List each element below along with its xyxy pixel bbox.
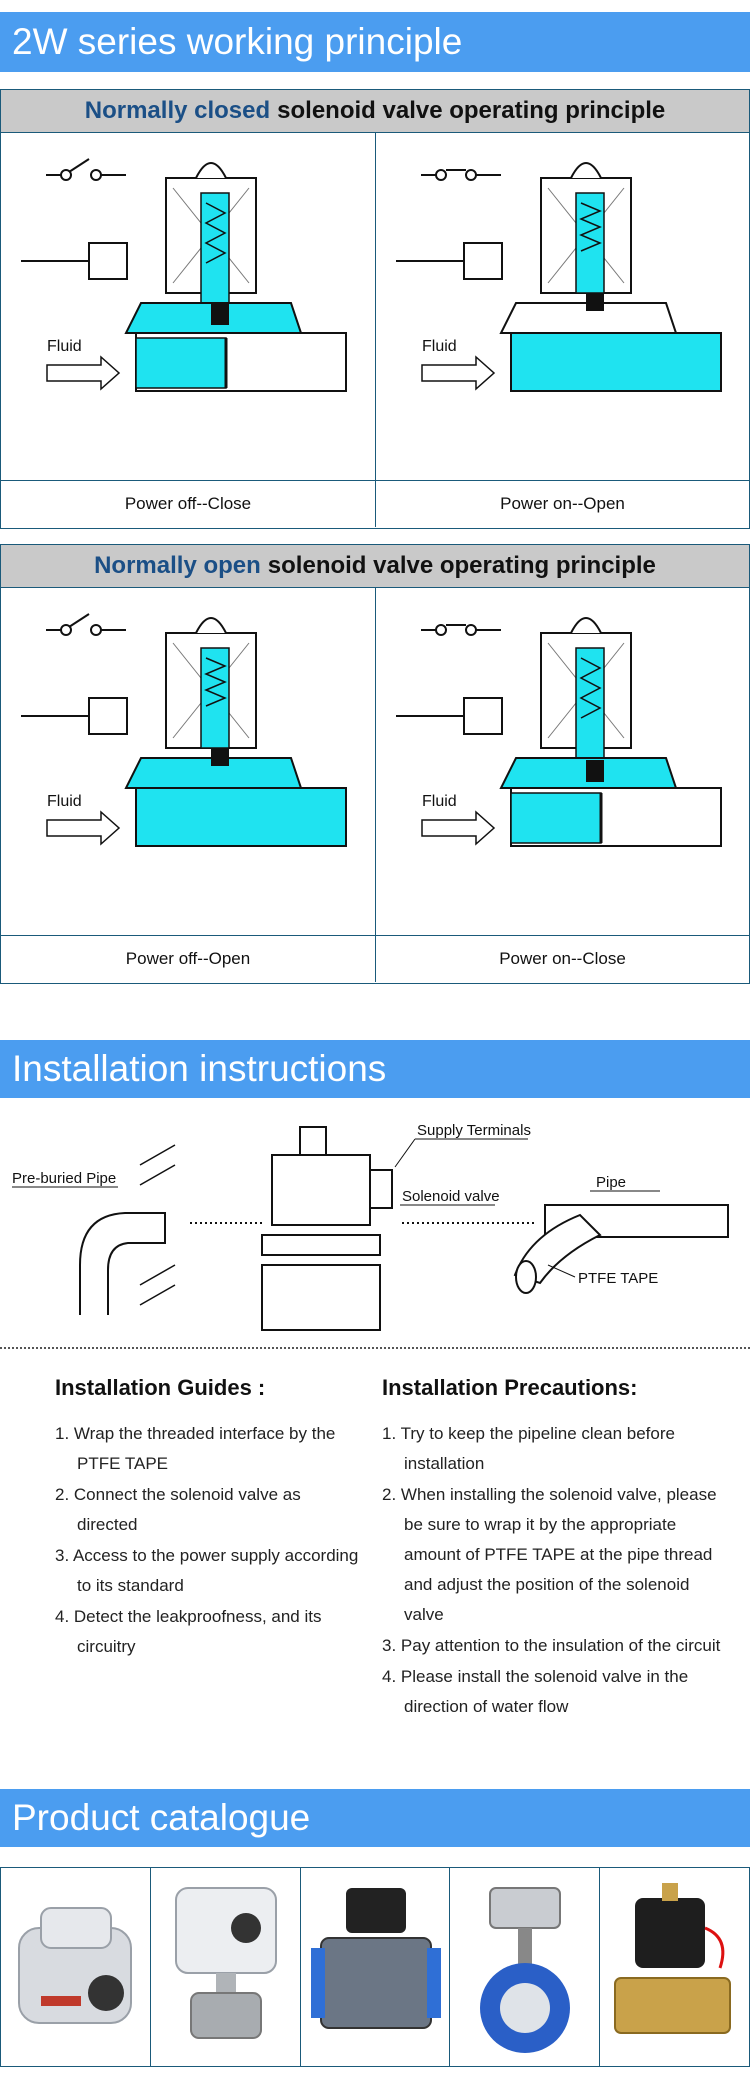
list-item: 4. Please install the solenoid valve in … (382, 1667, 689, 1716)
caption-power-on: Power on--Close (375, 936, 749, 982)
panel-title: Normally closed solenoid valve operating… (1, 90, 749, 133)
precautions-title: Installation Precautions: (382, 1375, 638, 1400)
installation-diagram: Pre-buried Pipe Supply Terminals Solenoi… (12, 1122, 729, 1331)
pneumatic-actuator-icon (310, 1888, 441, 2029)
section-banner-working-principle: 2W series working principle (0, 12, 750, 72)
fluid-label: Fluid (47, 338, 82, 355)
electric-ball-valve-icon (174, 1887, 277, 2039)
label-ptfe-tape: PTFE TAPE (578, 1270, 658, 1287)
valve-diagram-power-on: Fluid (375, 133, 749, 480)
list-item: 4. Detect the leakproofness, and its cir… (55, 1607, 322, 1656)
valve-closed-diagram: Fluid (396, 617, 722, 847)
product-pneumatic-butterfly-valve[interactable] (449, 1868, 599, 2066)
panel-title-rest: solenoid valve operating principle (277, 97, 666, 124)
fluid-arrow-icon (46, 355, 121, 391)
section-title: Installation instructions (12, 1048, 387, 1089)
panel-title: Normally open solenoid valve operating p… (1, 545, 749, 588)
label-pre-buried-pipe: Pre-buried Pipe (12, 1170, 116, 1187)
normally-open-panel: Normally open solenoid valve operating p… (0, 544, 750, 984)
valve-closed-diagram: Fluid (21, 158, 347, 392)
guides-list: 1. Wrap the threaded interface by the PT… (55, 1419, 365, 1662)
elbow-pipe-icon (79, 1212, 166, 1315)
section-banner-installation: Installation instructions (0, 1040, 750, 1098)
panel-title-highlight: Normally open (94, 552, 261, 579)
fluid-label: Fluid (422, 793, 457, 810)
solenoid-valve-icon (271, 1154, 371, 1226)
product-electric-actuator[interactable] (1, 1868, 150, 2066)
product-electric-ball-valve[interactable] (149, 1868, 300, 2066)
list-item: 2. Connect the solenoid valve as directe… (55, 1485, 301, 1534)
fluid-label: Fluid (47, 793, 82, 810)
fluid-arrow-icon (421, 355, 496, 391)
valve-diagram-power-off: Fluid (1, 588, 375, 935)
label-supply-terminals: Supply Terminals (417, 1122, 531, 1139)
caption-power-on: Power on--Open (375, 481, 749, 527)
valve-diagram-power-on: Fluid (375, 588, 749, 935)
valve-open-diagram: Fluid (396, 162, 722, 392)
butterfly-valve-icon (480, 1887, 571, 2053)
list-item: 3. Access to the power supply according … (55, 1546, 359, 1595)
product-catalogue (0, 1867, 750, 2067)
electric-actuator-icon (18, 1907, 132, 2024)
label-pipe: Pipe (596, 1174, 626, 1191)
installation-guides: Installation Guides : 1. Wrap the thread… (55, 1375, 365, 1663)
label-solenoid-valve: Solenoid valve (402, 1188, 500, 1205)
normally-closed-panel: Normally closed solenoid valve operating… (0, 89, 750, 529)
caption-power-off: Power off--Close (124, 494, 252, 513)
section-banner-catalogue: Product catalogue (0, 1789, 750, 1847)
panel-title-highlight: Normally closed (84, 97, 271, 124)
list-item: 3. Pay attention to the insulation of th… (382, 1636, 721, 1655)
ptfe-tape-roll-icon (513, 1213, 602, 1285)
list-item: 1. Try to keep the pipeline clean before… (382, 1424, 675, 1473)
valve-open-diagram: Fluid (21, 613, 347, 847)
caption-power-off: Power off--Open (125, 949, 251, 968)
fluid-label: Fluid (422, 338, 457, 355)
section-title: 2W series working principle (12, 21, 463, 62)
list-item: 2. When installing the solenoid valve, p… (382, 1485, 717, 1624)
fluid-arrow-icon (421, 810, 496, 846)
product-pneumatic-actuator[interactable] (299, 1868, 450, 2066)
guides-title: Installation Guides : (55, 1375, 266, 1400)
product-brass-solenoid-valve[interactable] (599, 1868, 749, 2066)
precautions-list: 1. Try to keep the pipeline clean before… (382, 1419, 722, 1722)
valve-diagram-power-off: Fluid (1, 133, 375, 480)
installation-precautions: Installation Precautions: 1. Try to keep… (382, 1375, 722, 1723)
panel-title-rest: solenoid valve operating principle (267, 552, 656, 579)
section-divider (0, 1347, 750, 1349)
section-title: Product catalogue (12, 1797, 311, 1838)
fluid-arrow-icon (46, 810, 121, 846)
list-item: 1. Wrap the threaded interface by the PT… (55, 1424, 336, 1473)
brass-solenoid-valve-icon (614, 1883, 732, 2034)
